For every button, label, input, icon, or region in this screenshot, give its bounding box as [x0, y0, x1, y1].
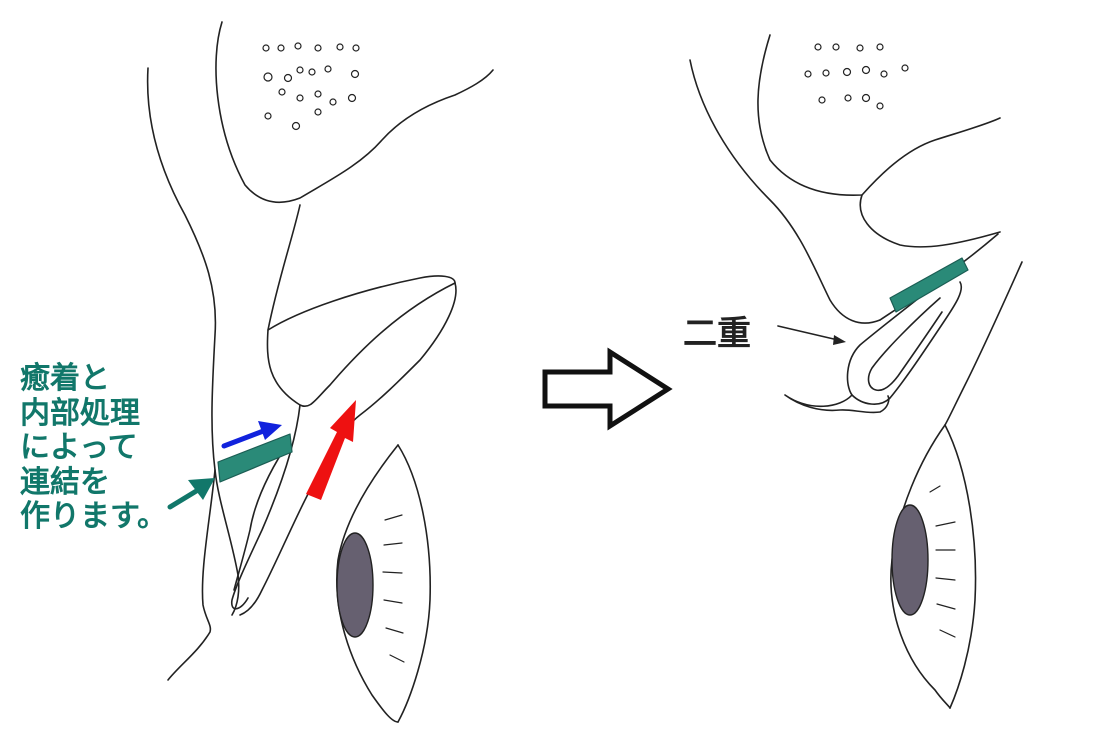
left-upper-tarsus-line — [268, 276, 455, 330]
double-fold-pointer — [778, 326, 846, 345]
left-skin-fold — [215, 470, 239, 615]
left-eye-rays — [383, 515, 404, 662]
left-brow-fat-outline — [216, 22, 493, 202]
right-fold-loop-outer — [847, 265, 961, 404]
right-eye-upper-edge — [945, 425, 976, 708]
caption-line: 癒着と — [20, 361, 110, 396]
caption-line: 作ります。 — [20, 499, 167, 534]
caption-pointer-arrow — [170, 478, 215, 507]
left-iris — [337, 533, 373, 637]
hollow-right-arrow-icon — [545, 352, 668, 426]
right-fixation-band — [890, 258, 968, 312]
left-blue-arrow — [224, 421, 282, 446]
right-fold-loop-inner — [869, 298, 942, 390]
right-fat-dots — [804, 43, 909, 110]
caption-line: によって — [20, 430, 138, 465]
right-skin-profile — [690, 60, 880, 323]
left-eyelid-before — [148, 22, 493, 722]
left-fixation-band — [218, 434, 292, 482]
right-lash-line — [785, 395, 889, 412]
left-fat-dots — [262, 42, 360, 131]
left-skin-profile — [148, 68, 216, 680]
left-lift-arrow — [306, 400, 356, 500]
right-upper-lid-line — [860, 195, 1000, 247]
right-iris — [892, 505, 928, 615]
right-eye-lower-edge — [891, 425, 950, 708]
right-eyelid-after — [690, 35, 1022, 708]
left-eye-upper-edge — [398, 445, 430, 722]
right-eye-rays — [930, 486, 955, 637]
left-septum-line — [267, 205, 455, 406]
caption-line: 連結を — [20, 464, 110, 500]
left-inner-channel-b — [234, 440, 290, 590]
double-eyelid-label: 二重 — [683, 314, 751, 354]
caption-line: 内部処理 — [20, 395, 140, 431]
adhesion-caption: 癒着と 内部処理 によって 連結を 作ります。 — [20, 361, 190, 535]
right-brow-fat-outline — [758, 35, 1000, 195]
right-lid-descent — [945, 262, 1022, 425]
